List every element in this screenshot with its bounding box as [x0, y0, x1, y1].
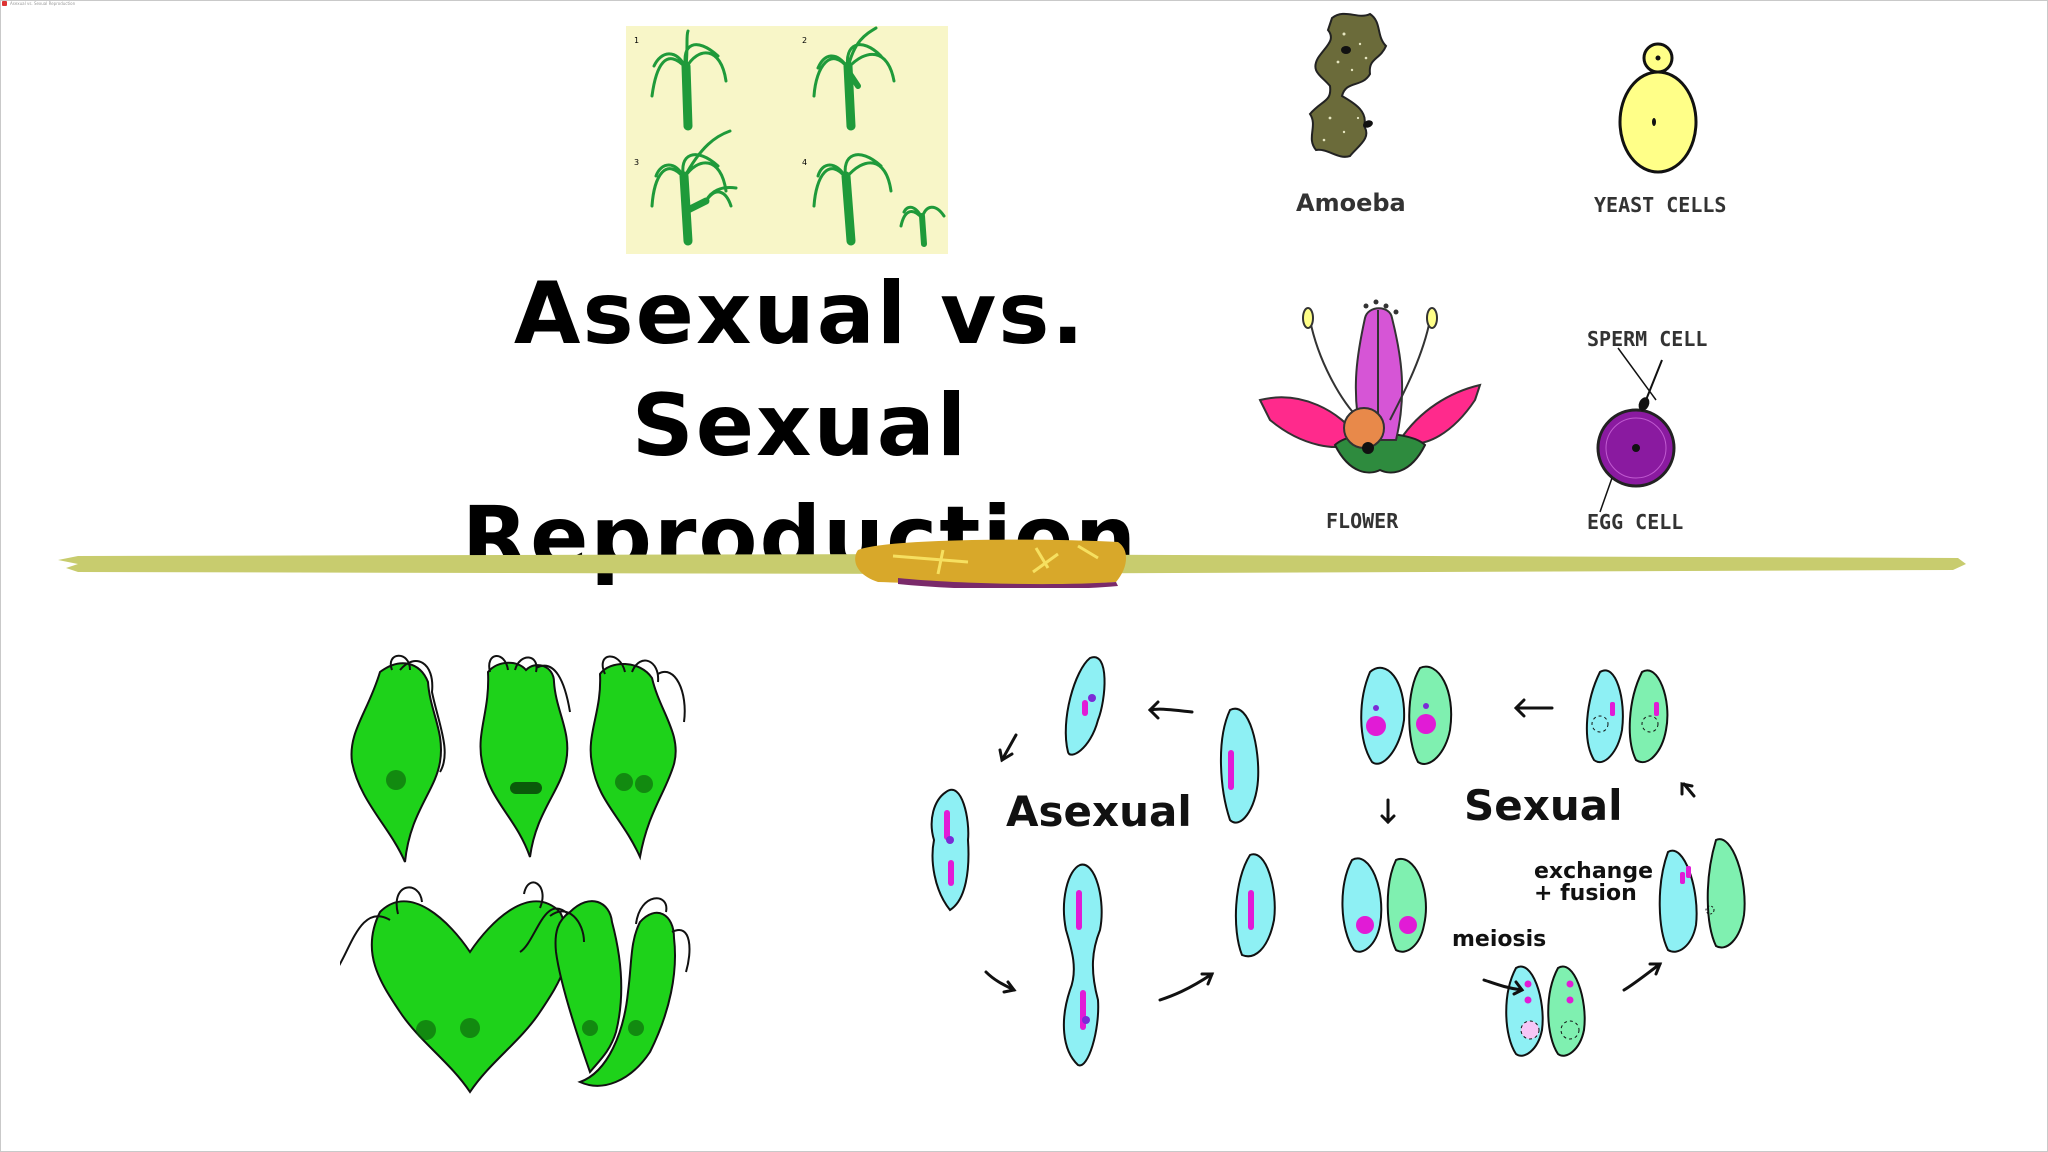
- chlamydomonas-division-image: [340, 652, 700, 1102]
- browser-tab[interactable]: Asexual vs. Sexual Reproduction: [0, 0, 1240, 6]
- favicon-icon: [2, 0, 7, 6]
- fusion-label: + fusion: [1534, 881, 1637, 906]
- slide-title-line-1: Asexual vs. Sexual: [513, 264, 1087, 476]
- organisms-panel: Amoeba YEAST CELLS FLOWER: [1240, 0, 1750, 540]
- exchange-label: exchange: [1534, 859, 1653, 884]
- divider-stroke: [58, 528, 1966, 588]
- organisms-drawing: Amoeba YEAST CELLS FLOWER: [1258, 12, 1726, 534]
- hydra-budding-image: 1 2 3 4: [626, 26, 948, 254]
- hydra-frame-number: 2: [802, 36, 807, 45]
- hydra-frame-number: 3: [634, 158, 639, 167]
- hydra-frame-number: 1: [634, 36, 639, 45]
- sperm-label: SPERM CELL: [1587, 327, 1707, 351]
- yeast-illustration: [1618, 42, 1698, 174]
- sexual-label: Sexual: [1464, 781, 1622, 830]
- meiosis-label: meiosis: [1452, 927, 1546, 952]
- hydra-frame-number: 4: [802, 158, 807, 167]
- amoeba-label: Amoeba: [1296, 189, 1406, 217]
- flower-illustration: [1258, 299, 1482, 474]
- egg-label: EGG CELL: [1587, 510, 1683, 534]
- egg-sperm-illustration: [1596, 347, 1676, 513]
- flower-label: FLOWER: [1326, 509, 1399, 533]
- asexual-label: Asexual: [1006, 787, 1192, 836]
- yeast-label: YEAST CELLS: [1594, 193, 1726, 217]
- browser-tab-title: Asexual vs. Sexual Reproduction: [10, 0, 76, 6]
- hydra-drawing: 1 2 3 4: [634, 26, 946, 247]
- life-cycle-diagram: Asexual Sexual exchange + fusion meiosis: [910, 640, 1760, 1080]
- amoeba-illustration: [1308, 12, 1388, 158]
